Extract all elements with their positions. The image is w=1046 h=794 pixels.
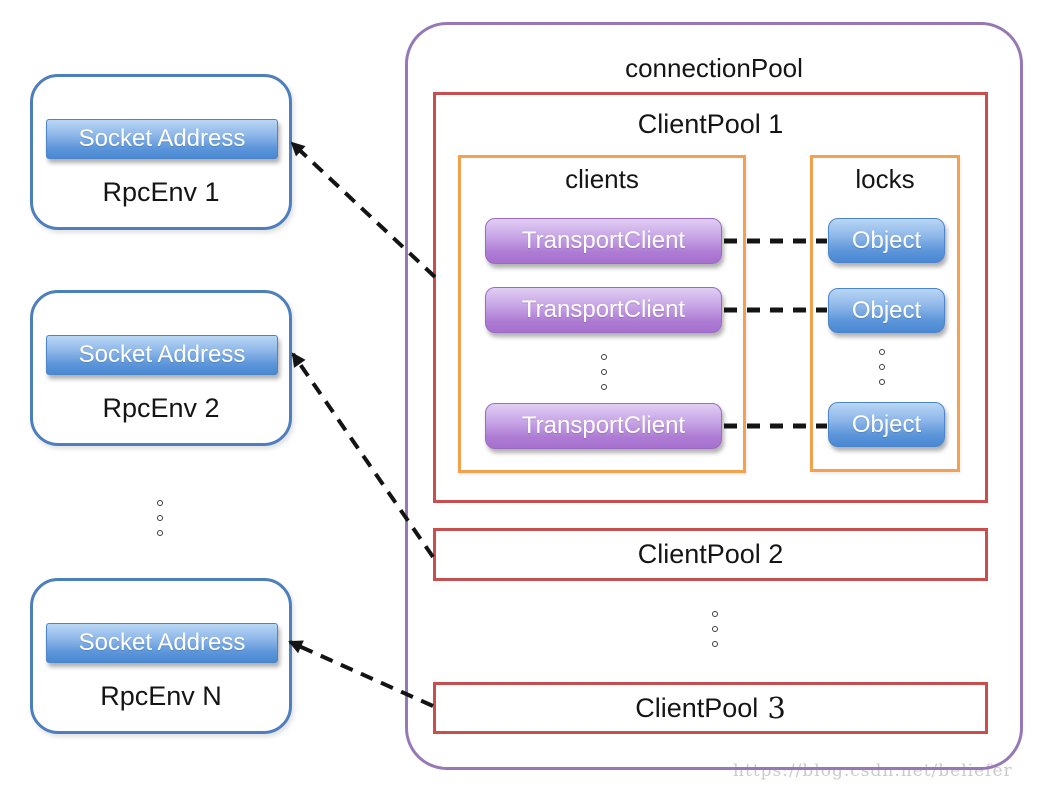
vertical-ellipsis-icon <box>879 349 885 385</box>
client-pool-3-box: ClientPool 3 <box>433 682 988 734</box>
lock-object-shape: Object <box>828 402 945 447</box>
rpcenv-2-label: RpcEnv 2 <box>102 393 220 423</box>
connection-pool-box: connectionPool ClientPool 1 clients Tran… <box>405 22 1023 770</box>
transport-client-shape: TransportClient <box>485 403 722 449</box>
client-pool-3-number: 3 <box>767 691 786 725</box>
vertical-ellipsis-icon <box>157 500 163 536</box>
clients-group-box: clients TransportClient TransportClient … <box>458 155 746 473</box>
vertical-ellipsis-icon <box>601 354 607 390</box>
client-pool-1-box: ClientPool 1 clients TransportClient Tra… <box>433 92 988 503</box>
lock-object-shape: Object <box>828 218 945 263</box>
rpcenv-2-box: Socket Address RpcEnv 2 <box>30 290 292 446</box>
rpcenv-n-box: Socket Address RpcEnv N <box>30 578 292 734</box>
connection-pool-title: connectionPool <box>625 53 803 83</box>
rpcenv-1-label: RpcEnv 1 <box>102 177 220 207</box>
clients-title: clients <box>565 164 639 194</box>
client-pool-1-title: ClientPool 1 <box>637 109 784 139</box>
locks-group-box: locks Object Object Object <box>810 155 960 472</box>
socket-address-shape: Socket Address <box>46 335 278 375</box>
vertical-ellipsis-icon <box>712 611 718 647</box>
watermark-url: https://blog.csdn.net/beliefer <box>733 761 1013 781</box>
socket-address-shape: Socket Address <box>46 623 278 663</box>
rpcenv-1-box: Socket Address RpcEnv 1 <box>30 74 292 230</box>
client-pool-2-title: ClientPool 2 <box>637 539 784 569</box>
transport-client-shape: TransportClient <box>485 218 722 264</box>
rpcenv-n-label: RpcEnv N <box>100 681 222 711</box>
socket-address-shape: Socket Address <box>46 119 278 159</box>
locks-title: locks <box>855 164 915 194</box>
transport-client-shape: TransportClient <box>485 287 722 333</box>
client-pool-2-box: ClientPool 2 <box>433 528 988 581</box>
client-pool-3-title: ClientPool <box>635 692 759 723</box>
lock-object-shape: Object <box>828 288 945 333</box>
